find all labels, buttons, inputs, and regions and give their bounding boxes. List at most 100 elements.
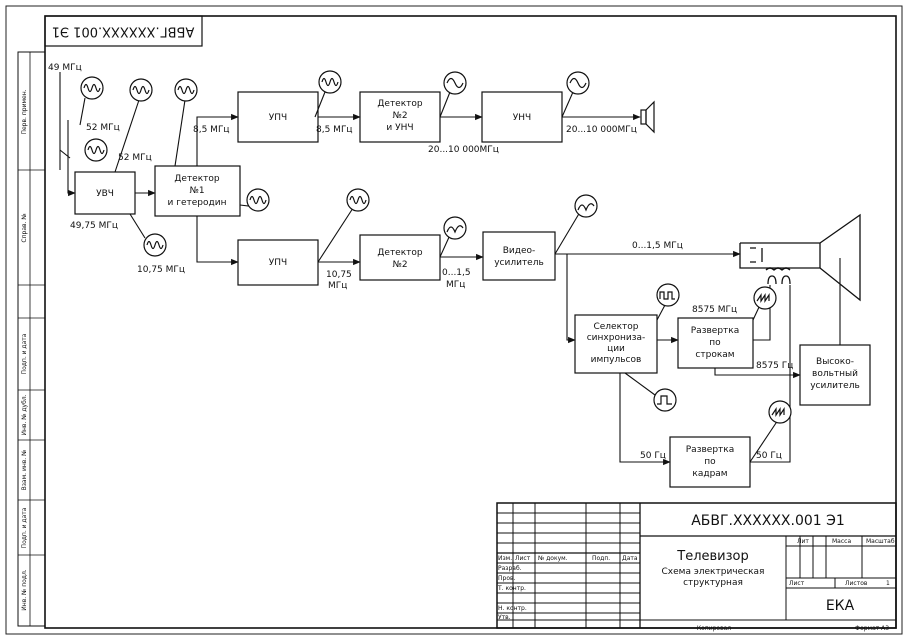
label-52mhz-b: 52 МГц bbox=[118, 153, 152, 163]
label-massa: Масса bbox=[832, 538, 851, 545]
video-signal-icon bbox=[443, 216, 467, 240]
block-frame-scan-line2: по bbox=[704, 457, 716, 467]
col-izm: Изм. bbox=[498, 555, 512, 562]
stamp-perv-primen: Перв. примен. bbox=[21, 89, 28, 134]
label-kopiroval: Копировал bbox=[697, 625, 731, 632]
stamp-vzam-inv: Взам. инв. № bbox=[21, 450, 28, 491]
label-49-75mhz: 49,75 МГц bbox=[70, 221, 118, 231]
block-uvch-label: УВЧ bbox=[96, 189, 114, 199]
stamp-podp-data-2: Подп. и дата bbox=[21, 507, 28, 548]
top-code-box: АБВГ.XXXXXX.001 Э1 bbox=[44, 15, 203, 47]
rf-burst-icon bbox=[129, 78, 153, 102]
title-block-code: АБВГ.XXXXXX.001 Э1 bbox=[691, 513, 845, 529]
block-sync-line2: синхрониза- bbox=[587, 333, 646, 343]
block-upch-bottom-label: УПЧ bbox=[269, 258, 287, 268]
label-format: Формат А3 bbox=[855, 625, 889, 632]
sine-wave-icon bbox=[566, 71, 590, 95]
block-det2-bottom-line1: Детектор bbox=[377, 248, 423, 258]
label-50hz-b: 50 Гц bbox=[756, 451, 782, 461]
col-podp: Подп. bbox=[592, 555, 610, 562]
top-code-text: АБВГ.XXXXXX.001 Э1 bbox=[52, 24, 195, 39]
label-8575hz: 8575 Гц bbox=[756, 361, 793, 371]
block-upch-top-label: УПЧ bbox=[269, 113, 287, 123]
block-sync-line1: Селектор bbox=[593, 322, 638, 332]
stamp-sprav-no: Справ. № bbox=[21, 213, 28, 242]
rf-burst-icon bbox=[346, 188, 370, 212]
block-hv-amp-line1: Высоко- bbox=[816, 357, 854, 367]
label-0-1-5-c: 0...1,5 МГц bbox=[632, 241, 683, 251]
block-frame-scan-line3: кадрам bbox=[692, 469, 727, 479]
title-block-subtitle-2: структурная bbox=[683, 578, 743, 588]
label-lit: Лит bbox=[797, 538, 809, 545]
block-mixer-line1: Детектор bbox=[174, 174, 220, 184]
rf-burst-icon bbox=[174, 78, 198, 102]
rf-burst-icon bbox=[84, 138, 108, 162]
crt-kinescope-symbol bbox=[739, 213, 861, 302]
label-10-75-b2: МГц bbox=[328, 281, 347, 291]
video-signal-icon bbox=[574, 194, 598, 218]
label-listov-count: 1 bbox=[886, 580, 890, 587]
block-hv-amp-line2: вольтный bbox=[812, 369, 858, 379]
block-hv-amp-line3: усилитель bbox=[810, 381, 860, 391]
label-20-10000-b: 20...10 000МГц bbox=[566, 125, 637, 135]
block-video-amp-box bbox=[482, 231, 556, 281]
label-52mhz-a: 52 МГц bbox=[86, 123, 120, 133]
org-name: ЕКА bbox=[826, 598, 855, 614]
waveform-indicators bbox=[80, 70, 792, 424]
rf-burst-icon bbox=[246, 188, 270, 212]
label-masshtab: Масштаб bbox=[866, 538, 895, 545]
label-0-1-5-a1: 0...1,5 bbox=[442, 268, 471, 278]
sine-wave-icon bbox=[443, 71, 467, 95]
label-list: Лист bbox=[789, 580, 805, 587]
rf-burst-icon bbox=[143, 233, 167, 257]
stamp-podp-data-1: Подп. и дата bbox=[21, 333, 28, 374]
row-utv: Утв. bbox=[498, 614, 511, 621]
label-8-5mhz-a: 8,5 МГц bbox=[193, 125, 230, 135]
row-t-kontr: Т. контр. bbox=[497, 585, 526, 592]
speaker-symbol bbox=[640, 100, 655, 134]
title-block-text: АБВГ.XXXXXX.001 Э1 Телевизор Схема элект… bbox=[497, 513, 895, 632]
label-49mhz: 49 МГц bbox=[48, 63, 82, 73]
block-mixer-line2: №1 bbox=[189, 186, 204, 196]
row-prov: Пров. bbox=[498, 575, 516, 582]
pulse-train-icon bbox=[656, 283, 680, 307]
col-list: Лист bbox=[515, 555, 531, 562]
block-line-scan-line1: Развертка bbox=[691, 326, 739, 336]
block-det2-top-line3: и УНЧ bbox=[386, 123, 413, 133]
label-8-5mhz-b: 8,5 МГц bbox=[316, 125, 353, 135]
sawtooth-icon bbox=[753, 286, 777, 310]
block-sync-selector-box bbox=[574, 314, 658, 374]
block-det2-bottom-line2: №2 bbox=[392, 260, 407, 270]
side-stamp-column: Перв. примен. Справ. № Подп. и дата Инв.… bbox=[17, 51, 46, 627]
label-20-10000-a: 20...10 000МГц bbox=[428, 145, 499, 155]
rf-burst-icon bbox=[80, 76, 104, 100]
block-video-amp-line1: Видео- bbox=[503, 246, 536, 256]
block-mixer-line3: и гетеродин bbox=[168, 198, 227, 208]
col-dokum: № докум. bbox=[538, 555, 568, 562]
title-block bbox=[496, 502, 897, 629]
block-line-scan-line2: по bbox=[709, 338, 721, 348]
block-sync-line3: ции bbox=[607, 344, 625, 354]
title-block-subtitle-1: Схема электрическая bbox=[662, 567, 765, 577]
stamp-inv-podl: Инв. № подл. bbox=[21, 569, 28, 610]
block-det2-top-line2: №2 bbox=[392, 111, 407, 121]
label-10-75-b1: 10,75 bbox=[326, 270, 352, 280]
pulse-icon bbox=[653, 388, 677, 412]
rf-burst-icon bbox=[318, 70, 342, 94]
block-line-scan-line3: строкам bbox=[695, 350, 734, 360]
block-unch-label: УНЧ bbox=[513, 113, 531, 123]
col-data: Дата bbox=[622, 555, 638, 562]
label-8575mhz: 8575 МГц bbox=[692, 305, 737, 315]
label-0-1-5-a2: МГц bbox=[446, 280, 465, 290]
block-frame-scan-line1: Развертка bbox=[686, 445, 734, 455]
outer-frame bbox=[5, 5, 903, 635]
stamp-inv-dubl: Инв. № дубл. bbox=[21, 394, 28, 435]
block-det2-top-line1: Детектор bbox=[377, 99, 423, 109]
block-sync-line4: импульсов bbox=[591, 355, 642, 365]
title-block-title: Телевизор bbox=[676, 549, 748, 564]
label-listov: Листов bbox=[845, 580, 868, 587]
row-razrab: Разраб. bbox=[498, 565, 522, 572]
sawtooth-icon bbox=[768, 400, 792, 424]
row-n-kontr: Н. контр. bbox=[498, 605, 527, 612]
